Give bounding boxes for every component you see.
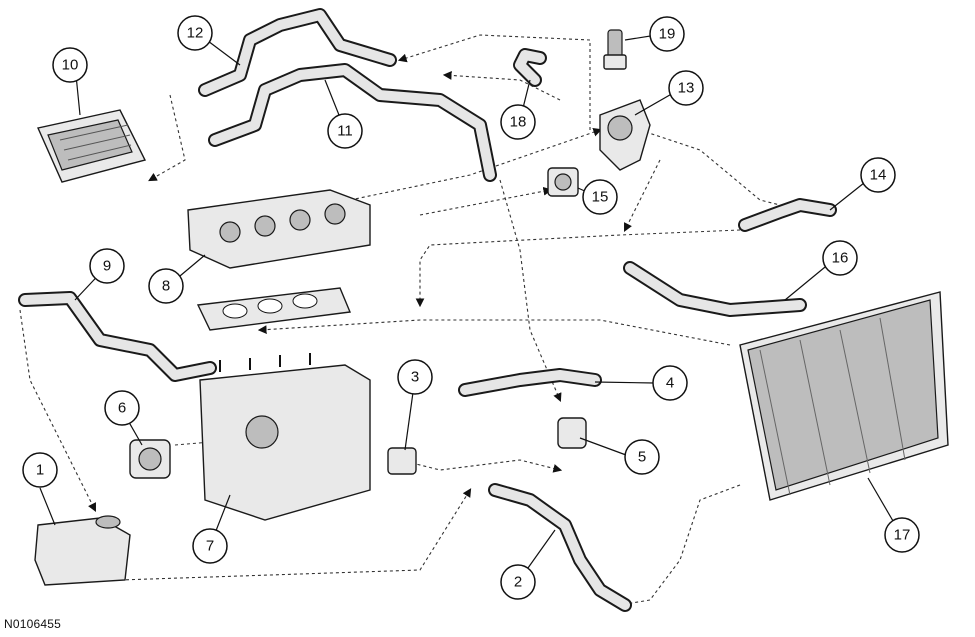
thermostat-housing [599,99,651,171]
callout-4: 4 [652,365,688,401]
callout-8-label: 8 [162,278,170,295]
auxiliary-pump [557,417,587,449]
callout-6-label: 6 [118,400,126,417]
callout-17: 17 [884,517,920,553]
heater-core [37,109,147,183]
callout-4-label: 4 [666,375,674,392]
coolant-flow-paths [19,34,901,609]
callout-14: 14 [860,157,896,193]
expansion-tank [34,515,131,586]
callout-9-label: 9 [103,258,111,275]
callout-15-label: 15 [592,189,609,206]
radiator-hose [623,261,807,317]
coolant-outlet [387,447,417,475]
callout-11: 11 [327,113,363,149]
radiator-lower-hose [488,483,632,612]
callout-10-label: 10 [62,57,79,74]
callout-8: 8 [148,268,184,304]
callout-18: 18 [500,104,536,140]
callout-3-label: 3 [411,369,419,386]
water-pump [129,439,171,479]
callout-5: 5 [624,439,660,475]
callout-2: 2 [500,564,536,600]
callout-7: 7 [192,528,228,564]
callout-15: 15 [582,179,618,215]
callout-13-label: 13 [678,80,695,97]
callout-12: 12 [177,15,213,51]
callout-1-label: 1 [36,462,44,479]
callout-5-label: 5 [638,449,646,466]
temperature-sensor [603,29,627,70]
callout-10: 10 [52,47,88,83]
callout-14-label: 14 [870,167,887,184]
callout-6: 6 [104,390,140,426]
head-gasket [196,287,351,331]
callout-19: 19 [649,16,685,52]
heater-hoses [198,8,497,182]
degas-hose [738,198,837,232]
figure-id: N0106455 [4,617,61,631]
engine-block [199,353,371,521]
callout-17-label: 17 [894,527,911,544]
callout-19-label: 19 [659,26,676,43]
callout-9: 9 [89,248,125,284]
callout-13: 13 [668,70,704,106]
callout-18-label: 18 [510,114,527,131]
callout-11-label: 11 [337,123,353,140]
coolant-tube [18,291,217,382]
bypass-hose [513,48,547,87]
coolant-valve [547,167,579,197]
cylinder-head [187,189,371,269]
radiator-upper-hose [458,368,602,397]
callout-16-label: 16 [832,250,849,267]
callout-16: 16 [822,240,858,276]
callout-12-label: 12 [187,25,204,42]
callout-3: 3 [397,359,433,395]
radiator [739,291,949,501]
callout-1: 1 [22,452,58,488]
callout-2-label: 2 [514,574,522,591]
callout-7-label: 7 [206,538,214,555]
